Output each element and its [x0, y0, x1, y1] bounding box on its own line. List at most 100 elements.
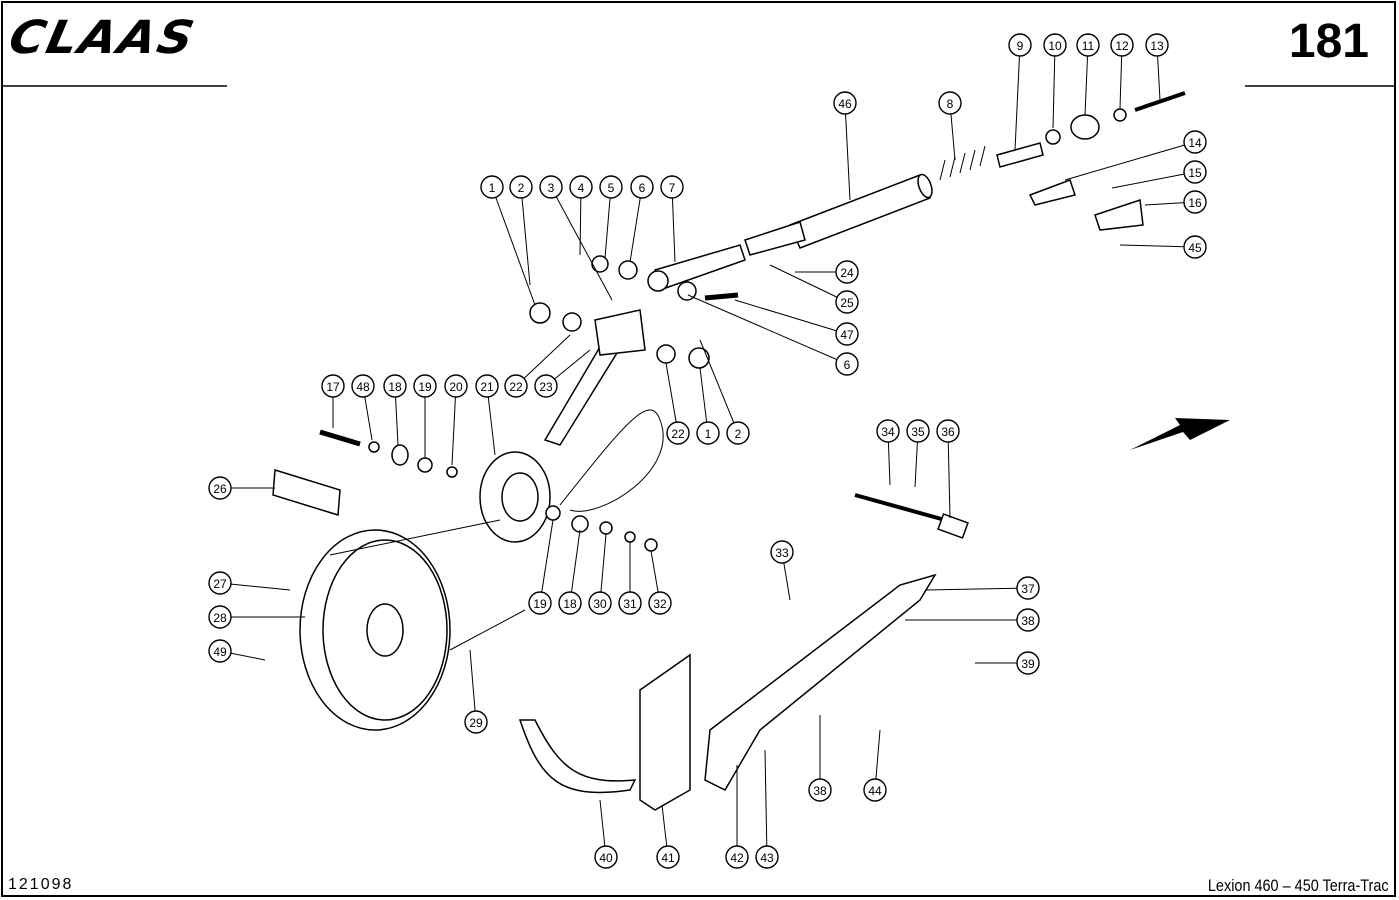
callout-47: 47 — [734, 299, 859, 346]
leader-line — [520, 186, 531, 286]
callout-label: 22 — [509, 380, 523, 394]
callout-1: 1 — [696, 367, 720, 445]
callout-circle — [876, 419, 900, 443]
leader-line — [1014, 44, 1021, 151]
callout-30: 30 — [588, 533, 612, 615]
callout-label: 38 — [1021, 614, 1035, 628]
leader-line — [734, 299, 848, 335]
callout-label: 19 — [418, 380, 432, 394]
callout-25: 25 — [769, 264, 859, 314]
callout-label: 11 — [1082, 39, 1095, 53]
callout-circle — [1016, 651, 1040, 675]
callout-circle — [1183, 190, 1207, 214]
callout-label: 2 — [518, 181, 525, 195]
callout-label: 45 — [1188, 241, 1202, 255]
callout-circle — [835, 322, 859, 346]
direction-arrow — [1130, 418, 1230, 450]
arm-hub — [594, 309, 646, 356]
callout-circle — [1043, 33, 1067, 57]
leader-line — [550, 186, 613, 301]
callout-44: 44 — [863, 729, 887, 802]
leader-line — [604, 186, 612, 259]
rod-9 — [996, 142, 1044, 168]
callout-2: 2 — [509, 175, 533, 286]
callout-circle — [588, 591, 612, 615]
drive-belt-29 — [329, 409, 664, 651]
callout-circle — [464, 710, 488, 734]
callout-18: 18 — [558, 529, 582, 615]
callout-label: 36 — [941, 425, 955, 439]
callout-label: 25 — [840, 296, 854, 310]
callout-label: 8 — [947, 97, 954, 111]
callout-label: 6 — [639, 181, 646, 195]
callout-label: 40 — [599, 851, 613, 865]
lever-36 — [854, 493, 946, 522]
leader-line — [764, 749, 768, 858]
callout-19: 19 — [528, 519, 554, 615]
callout-32: 32 — [648, 550, 672, 615]
callout-label: 46 — [838, 97, 852, 111]
callout-35: 35 — [906, 419, 930, 488]
callout-label: 35 — [911, 425, 925, 439]
callout-8: 8 — [938, 91, 962, 161]
callout-label: 19 — [533, 597, 547, 611]
callout-circle — [1076, 33, 1100, 57]
callout-label: 4 — [578, 181, 585, 195]
callout-circle — [599, 175, 623, 199]
callout-42: 42 — [725, 765, 749, 869]
leader-line — [1119, 244, 1196, 248]
callout-circle — [1110, 33, 1134, 57]
callout-circle — [321, 374, 345, 398]
bolt-13 — [1134, 91, 1186, 112]
callout-circle — [413, 374, 437, 398]
callout-label: 23 — [539, 380, 553, 394]
guard-41 — [639, 653, 691, 811]
callout-circle — [594, 845, 618, 869]
callout-label: 31 — [623, 597, 637, 611]
callout-22: 22 — [504, 334, 571, 398]
spring — [939, 145, 986, 181]
callout-label: 33 — [775, 546, 789, 560]
callout-13: 13 — [1145, 33, 1169, 101]
callout-5: 5 — [599, 175, 623, 259]
callout-label: 41 — [661, 851, 675, 865]
callout-circle — [618, 591, 642, 615]
tension-tube — [744, 173, 933, 256]
callout-circle — [835, 260, 859, 284]
leader-line — [665, 362, 679, 434]
callout-label: 37 — [1021, 582, 1035, 596]
leader-line — [569, 529, 581, 604]
callout-45: 45 — [1119, 235, 1207, 259]
callout-label: 6 — [844, 358, 851, 372]
callout-36: 36 — [936, 419, 960, 519]
callout-circle — [725, 845, 749, 869]
callout-label: 1 — [705, 427, 712, 441]
callout-circle — [208, 605, 232, 629]
model-name: Lexion 460 – 450 Terra-Trac — [1208, 876, 1389, 895]
callout-28: 28 — [208, 605, 305, 629]
callout-label: 5 — [608, 181, 615, 195]
callout-circle — [936, 419, 960, 443]
callout-circle — [351, 374, 375, 398]
callout-circle — [539, 175, 563, 199]
callout-circle — [509, 175, 533, 199]
washer-12 — [1113, 108, 1127, 122]
callout-label: 3 — [548, 181, 555, 195]
callout-label: 39 — [1021, 657, 1035, 671]
callout-43: 43 — [755, 749, 779, 869]
callout-circle — [504, 374, 528, 398]
callout-circle — [835, 290, 859, 314]
callout-circle — [808, 778, 832, 802]
callout-circle — [938, 91, 962, 115]
leader-line — [629, 186, 643, 263]
callout-24: 24 — [795, 260, 859, 284]
callout-label: 32 — [653, 597, 667, 611]
callout-circle — [208, 476, 232, 500]
callout-22: 22 — [665, 362, 690, 445]
document-id: 121098 — [8, 876, 74, 893]
leader-line — [924, 587, 1029, 591]
page-number: 181 — [1288, 15, 1369, 68]
callout-label: 42 — [730, 851, 744, 865]
